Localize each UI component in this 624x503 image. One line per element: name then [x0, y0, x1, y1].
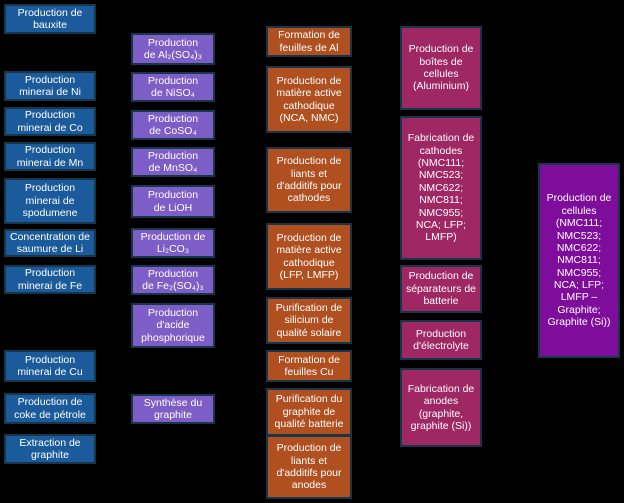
node-separateurs: Production de séparateurs de batterie: [400, 265, 482, 313]
node-niso4: Production de NiSO₄: [131, 72, 215, 102]
node-fe2so43: Production de Fe₂(SO₄)₃: [131, 265, 215, 295]
node-fabrication-anodes: Fabrication de anodes (graphite, graphit…: [400, 368, 482, 447]
node-li2co3: Production de Li₂CO₃: [131, 228, 215, 258]
node-electrolyte: Production d'électrolyte: [400, 320, 482, 360]
node-fabrication-cathodes: Fabrication de cathodes (NMC111; NMC523;…: [400, 116, 482, 260]
node-coso4: Production de CoSO₄: [131, 110, 215, 140]
node-minerai-co: Production minerai de Co: [4, 107, 96, 136]
node-synthese-graphite: Synthèse du graphite: [131, 394, 215, 424]
node-liants-anodes: Production de liants et d'additifs pour …: [266, 435, 352, 499]
node-matiere-cathodique-nca-nmc: Production de matière active cathodique …: [266, 66, 352, 133]
node-acide-phosphorique: Production d'acide phosphorique: [131, 303, 215, 348]
node-mnso4: Production de MnSO₄: [131, 147, 215, 177]
node-saumure-li: Concentration de saumure de Li: [4, 229, 96, 257]
node-liants-cathodes: Production de liants et d'additifs pour …: [266, 147, 352, 213]
node-production-cellules: Production de cellules (NMC111; NMC523; …: [538, 163, 620, 358]
node-minerai-mn: Production minerai de Mn: [4, 142, 96, 171]
node-feuilles-cu: Formation de feuilles Cu: [266, 350, 352, 382]
node-al2so43: Production de Al₂(SO₄)₃: [131, 33, 215, 65]
node-matiere-cathodique-lfp: Production de matière active cathodique …: [266, 223, 352, 290]
node-feuilles-al: Formation de feuilles de Al: [266, 26, 352, 57]
node-minerai-cu: Production minerai de Cu: [4, 350, 96, 382]
node-boites-cellules: Production de boîtes de cellules (Alumin…: [400, 26, 482, 110]
node-production-bauxite: Production de bauxite: [4, 4, 96, 34]
node-silicium-solaire: Purification de silicium de qualité sola…: [266, 297, 352, 344]
node-extraction-graphite: Extraction de graphite: [4, 434, 96, 464]
node-graphite-batterie: Purification du graphite de qualité batt…: [266, 388, 352, 436]
node-coke-petrole: Production de coke de pétrole: [4, 393, 96, 424]
node-minerai-spodumene: Production minerai de spodumene: [4, 178, 96, 224]
node-minerai-ni: Production minerai de Ni: [4, 71, 96, 101]
node-minerai-fe: Production minerai de Fe: [4, 265, 96, 294]
node-lioh: Production de LiOH: [131, 185, 215, 218]
